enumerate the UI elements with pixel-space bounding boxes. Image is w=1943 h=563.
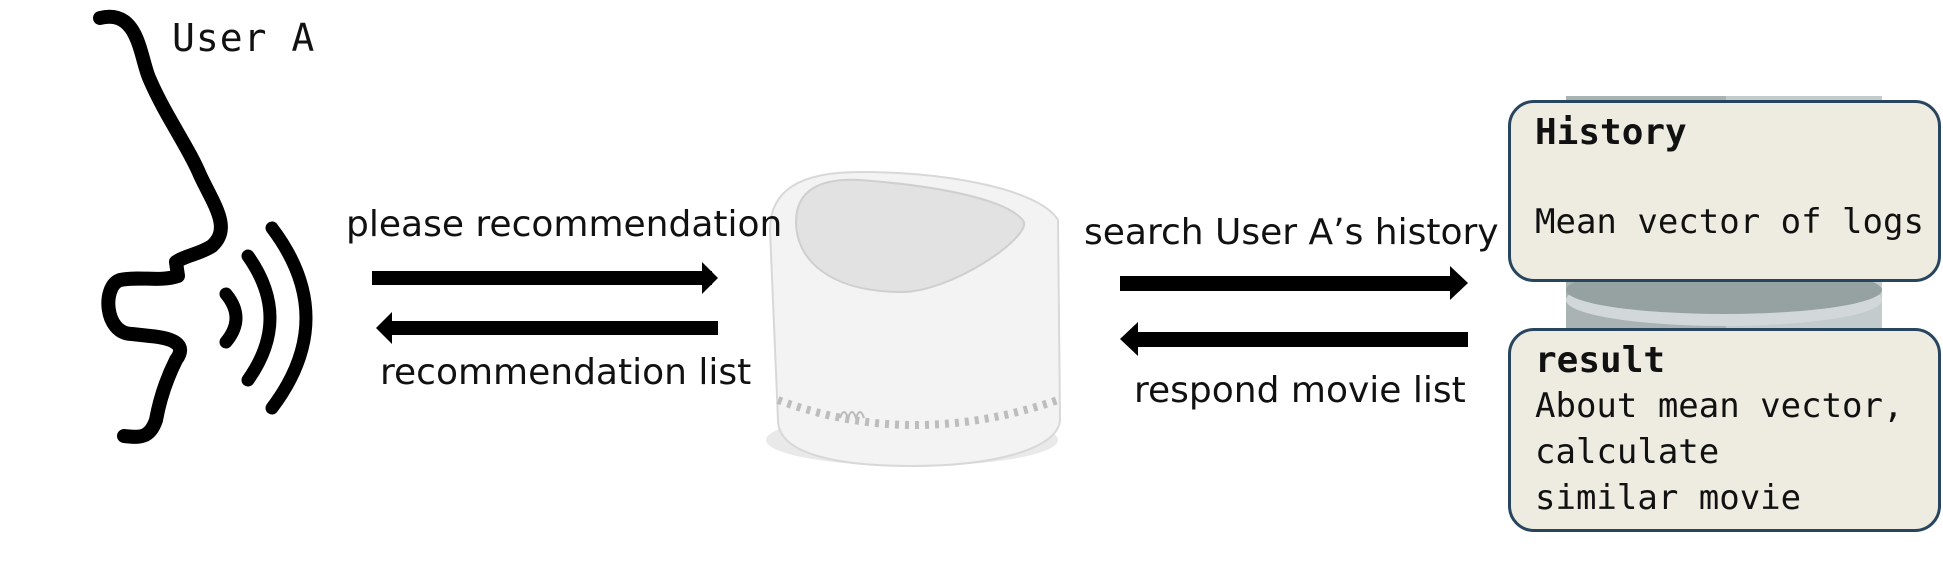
face-profile-icon [93, 9, 228, 444]
smart-speaker-image [766, 170, 1062, 468]
search-label: search User A’s history [1084, 212, 1499, 253]
result-line: calculate [1535, 432, 1720, 472]
history-title: History [1535, 112, 1687, 153]
history-box: History Mean vector of logs [1508, 100, 1941, 282]
history-text: Mean vector of logs [1535, 202, 1924, 242]
reply-arrow [376, 312, 718, 344]
request-arrow [372, 262, 718, 294]
respond-label: respond movie list [1134, 370, 1466, 411]
result-title: result [1535, 340, 1666, 381]
result-line: About mean vector, [1535, 386, 1904, 426]
respond-arrow [1120, 322, 1468, 356]
reply-label: recommendation list [380, 352, 752, 393]
result-line: similar movie [1535, 478, 1802, 518]
request-label: please recommendation [346, 204, 783, 245]
search-arrow [1120, 266, 1468, 300]
result-box: result About mean vector, calculate simi… [1508, 328, 1941, 532]
user-label: User A [172, 16, 316, 60]
sound-waves-icon [219, 221, 313, 415]
